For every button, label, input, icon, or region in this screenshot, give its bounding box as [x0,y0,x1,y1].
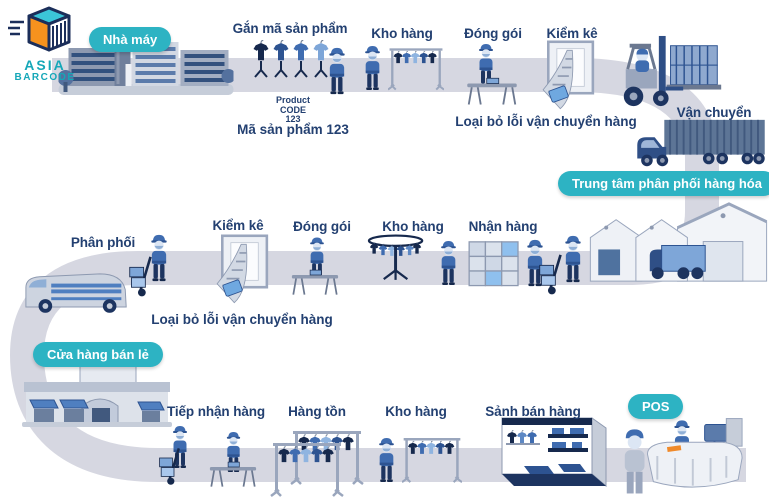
clothes-rack-icon [388,48,444,89]
packing-station-illustration [466,44,518,106]
clothes-rack-icon [271,443,343,496]
sales-floor-icon [502,418,606,486]
sales-floor-illustration [496,414,608,500]
inventory-chute-illustration [538,40,598,113]
warehouse-rack-illustration [365,45,444,96]
receiving-table-icon [208,461,258,488]
worker-icon [329,47,345,95]
worker-icon [379,437,394,483]
label-row3-stock: Hàng tồn [288,404,346,419]
delivery-van-illustration [22,262,134,313]
van-icon [26,274,126,313]
tagging-station-illustration [253,40,345,95]
label-row1-shipping: Vận chuyển [676,105,752,120]
packing-station2-illustration [290,237,340,296]
label-row2-distribution: Phân phối [70,235,136,250]
packing-table-icon [466,77,518,106]
label-row3-salesfloor: Sảnh bán hàng [485,404,581,419]
hand-truck-icon [128,255,152,297]
worker-icon [365,45,380,91]
factory-badge: Nhà máy [89,27,172,52]
barcode-cube-icon [8,6,71,52]
handtruck-worker2-illustration [128,234,167,297]
retail-store-badge: Cửa hàng bán lẻ [33,342,163,367]
error-note-row2: Loại bỏ lỗi vận chuyển hàng [151,312,333,327]
asia-barcode-logo: ASIA BARCODE [6,6,84,83]
distribution-warehouse-illustration [584,194,769,295]
label-row3-receiving: Tiếp nhận hàng [166,404,266,419]
shirt-icon [293,40,309,61]
inventory-chute2-illustration [212,234,272,307]
truck-icon [637,120,764,166]
round-clothes-rack-icon [369,236,422,280]
worker-icon [441,240,456,286]
shipping-truck-illustration [633,116,769,172]
label-row2-inventory: Kiểm kê [212,218,264,233]
pos-badge: POS [628,394,684,419]
receiving-station-illustration [158,426,258,488]
retail-store-illustration [22,362,172,428]
pos-counter-illustration [610,416,748,498]
hand-truck-icon [538,253,562,295]
stock-racks-illustration [270,422,366,500]
worker-icon [565,235,581,283]
warehouse-rack3-illustration [379,426,462,492]
box-stack-icon [468,241,519,287]
label-row1-inventory: Kiểm kê [546,26,598,41]
error-note-row1: Loại bỏ lỗi vận chuyển hàng [455,114,637,129]
label-row2-warehouse: Kho hàng [382,219,444,234]
checkout-counter-icon [625,419,742,494]
forklift-illustration [616,34,728,110]
shirt-icon [313,40,329,61]
label-row1-warehouse: Kho hàng [371,26,433,41]
clothes-rack-icon [402,438,462,482]
logo-text-barcode: BARCODE [14,72,76,83]
worker-icon [151,234,167,282]
logo-text-asia: ASIA [24,57,66,73]
shirt-icon [273,40,289,61]
store-building-icon [22,366,172,427]
label-row2-receiving: Nhận hàng [468,219,538,234]
label-row1-packing: Đóng gói [464,26,522,41]
warehouse-building-icon [590,204,766,281]
product-code-tag: Product CODE 123 [275,95,311,124]
sorting-chute-icon [217,236,267,303]
round-rack-illustration [366,229,456,286]
handtruck-worker-illustration [538,235,581,295]
forklift-icon [624,36,721,106]
distribution-center-badge: Trung tâm phân phối hàng hóa [558,171,769,196]
product-code-caption: Mã sản phẩm 123 [237,122,349,137]
label-row2-packing: Đóng gói [293,219,351,234]
label-row3-warehouse: Kho hàng [385,404,447,419]
shirt-icon [253,40,269,61]
packing-table-icon [290,269,340,296]
sorting-chute-icon [543,42,593,109]
label-row1-tagging: Gắn mã sản phẩm [232,21,348,36]
